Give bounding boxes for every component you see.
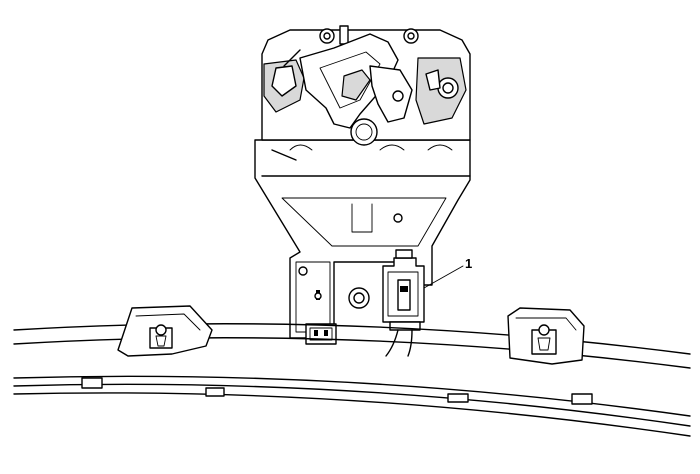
latch-switch-connector — [382, 249, 425, 357]
hood-latch-assembly — [261, 25, 471, 177]
callout-label-1: 1 — [465, 256, 472, 271]
secondary-connector — [305, 323, 337, 345]
latch-mounting-bracket — [254, 139, 471, 339]
striker-roller — [350, 118, 378, 146]
left-beam-bracket — [117, 305, 213, 357]
callout-1: 1 — [423, 256, 472, 289]
front-fascia-beam — [13, 323, 691, 437]
right-beam-bracket — [507, 307, 585, 365]
